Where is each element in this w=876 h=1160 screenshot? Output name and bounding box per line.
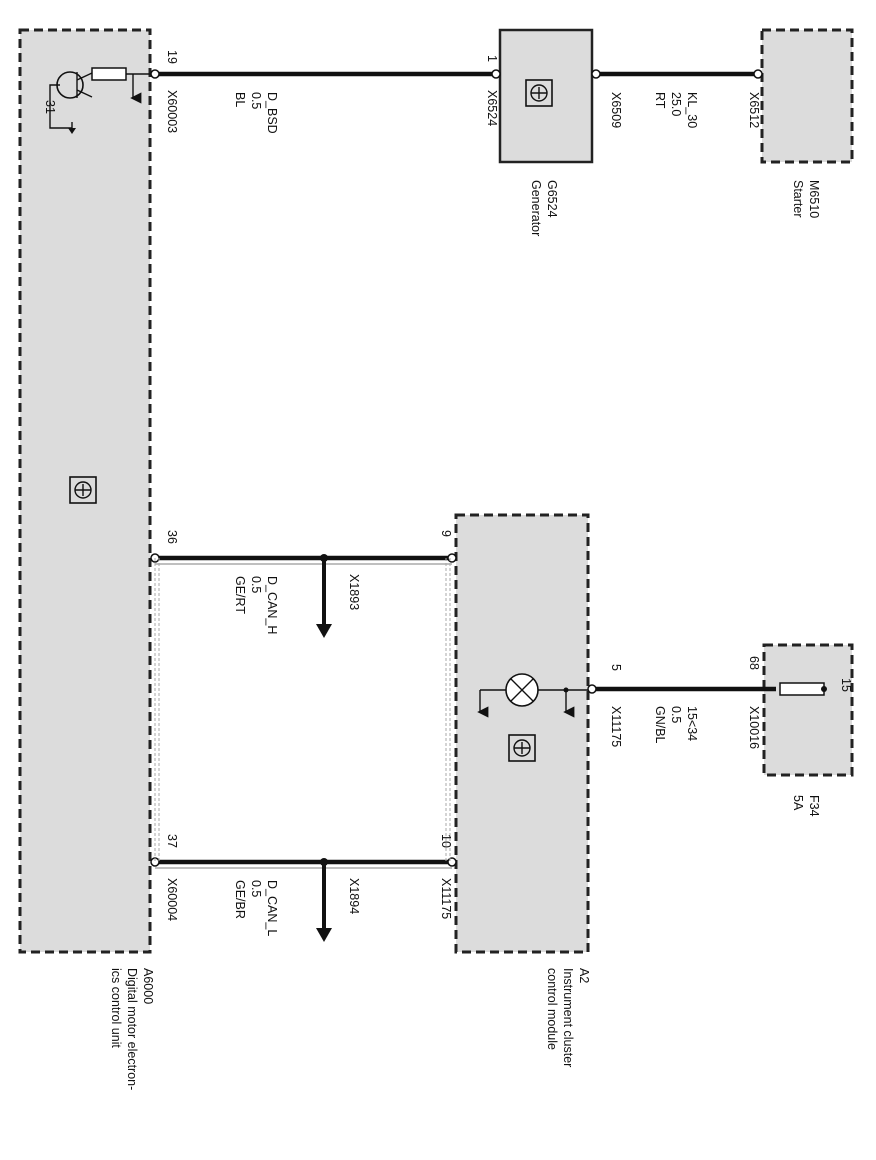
conn-x6524-label: X6524 (485, 90, 499, 126)
ecu-resistor-icon (91, 67, 152, 104)
cluster-name2-label: control module (545, 968, 559, 1050)
cluster-box (454, 513, 590, 954)
ecu-module-icon (69, 476, 97, 504)
color-can-l-label: GE/BR (233, 880, 247, 919)
conn-x6509-label: X6509 (609, 92, 623, 128)
fuse-pin-15-label: 15 (839, 678, 853, 692)
fuse-icon (779, 682, 827, 696)
fuse-box (762, 643, 854, 777)
cluster-module-icon (508, 734, 536, 762)
conn-x6512-label: X6512 (747, 92, 761, 128)
pin-1-label: 1 (485, 55, 499, 62)
pin-5-label: 5 (609, 664, 623, 671)
gauge-bsd-label: 0.5 (249, 92, 263, 109)
conn-x60004-label: X60004 (165, 878, 179, 921)
gauge-can-h-label: 0.5 (249, 576, 263, 593)
fuse-id-label: F34 (807, 795, 821, 817)
signal-can-l-label: D_CAN_L (265, 880, 279, 936)
signal-d-bsd-label: D_BSD (265, 92, 279, 134)
wire-d-can-h (150, 553, 457, 638)
cluster-id-label: A2 (577, 968, 591, 983)
wire-kl15 (587, 684, 776, 694)
starter-id-label: M6510 (807, 180, 821, 218)
pin-10-label: 10 (439, 834, 453, 848)
signal-kl15-label: 15<34 (685, 706, 699, 741)
pin-36-label: 36 (165, 530, 179, 544)
color-bsd-label: BL (233, 92, 247, 107)
starter-name-label: Starter (791, 180, 805, 218)
pin-68-label: 68 (747, 656, 761, 670)
cluster-lamp-icon (477, 673, 590, 718)
signal-can-h-label: D_CAN_H (265, 576, 279, 634)
branch-x1894-label: X1894 (347, 878, 361, 914)
pin-9-label: 9 (439, 530, 453, 537)
ecu-box (18, 28, 152, 954)
color-kl15-label: GN/BL (653, 706, 667, 744)
gauge-can-l-label: 0.5 (249, 880, 263, 897)
pin-19-label: 19 (165, 50, 179, 64)
ecu-name-label: Digital motor electron- (125, 968, 139, 1090)
generator-name-label: Generator (529, 180, 543, 236)
color-can-h-label: GE/RT (233, 576, 247, 614)
wire-d-bsd (150, 69, 501, 79)
signal-kl30-label: KL_30 (685, 92, 699, 128)
conn-x11175-lower-label: X11175 (439, 878, 453, 919)
gauge-kl15-label: 0.5 (669, 706, 683, 723)
conn-x10016-label: X10016 (747, 706, 761, 749)
generator-id-label: G6524 (545, 180, 559, 218)
ecu-name2-label: ics control unit (109, 968, 123, 1048)
gauge-kl30-label: 25.0 (669, 92, 683, 116)
wire-kl30 (591, 69, 763, 79)
color-kl30-label: RT (653, 92, 667, 109)
generator-module-icon (525, 79, 553, 107)
ecu-id-label: A6000 (141, 968, 155, 1004)
ground-31-label: 31 (43, 100, 57, 114)
conn-x60003-label: X60003 (165, 90, 179, 133)
conn-x11175-upper-label: X11175 (609, 706, 623, 747)
fuse-rating-label: 5A (791, 795, 805, 811)
ecu-transistor-icon (49, 71, 93, 134)
branch-x1893-label: X1893 (347, 574, 361, 610)
wire-d-can-l (150, 857, 457, 942)
pin-37-label: 37 (165, 834, 179, 848)
cluster-name-label: Instrument cluster (561, 968, 575, 1067)
starter-box (760, 28, 854, 164)
